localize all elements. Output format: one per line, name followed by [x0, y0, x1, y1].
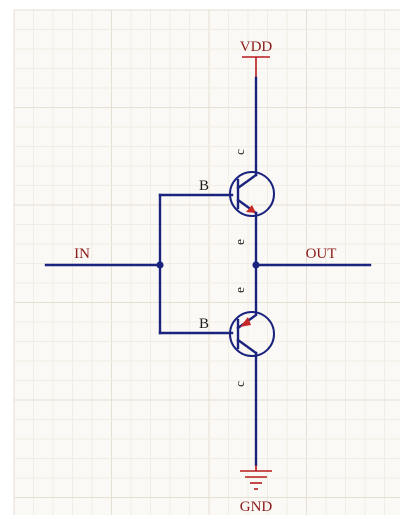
- emitter-arrow: [240, 317, 251, 327]
- collector-lead: [236, 173, 258, 190]
- gnd-label: GND: [240, 499, 273, 515]
- base-pin-label: B: [199, 178, 209, 194]
- collector-pin-label: c: [232, 149, 247, 155]
- emitter-pin-label: e: [232, 239, 247, 245]
- emitter-arrow: [246, 205, 256, 213]
- output-junction: [252, 261, 260, 269]
- gnd-power-port: GND: [240, 465, 273, 515]
- collector-pin-label: c: [232, 381, 247, 387]
- emitter-pin-label: e: [232, 287, 247, 293]
- vdd-label: VDD: [240, 39, 273, 55]
- sheet-background: [14, 10, 400, 515]
- out-label: OUT: [306, 246, 337, 262]
- collector-lead: [236, 338, 258, 355]
- vdd-power-port: VDD: [240, 39, 273, 78]
- grid: [13, 9, 400, 515]
- base-pin-label: B: [199, 316, 209, 332]
- input-junction: [156, 261, 164, 269]
- in-label: IN: [74, 246, 90, 262]
